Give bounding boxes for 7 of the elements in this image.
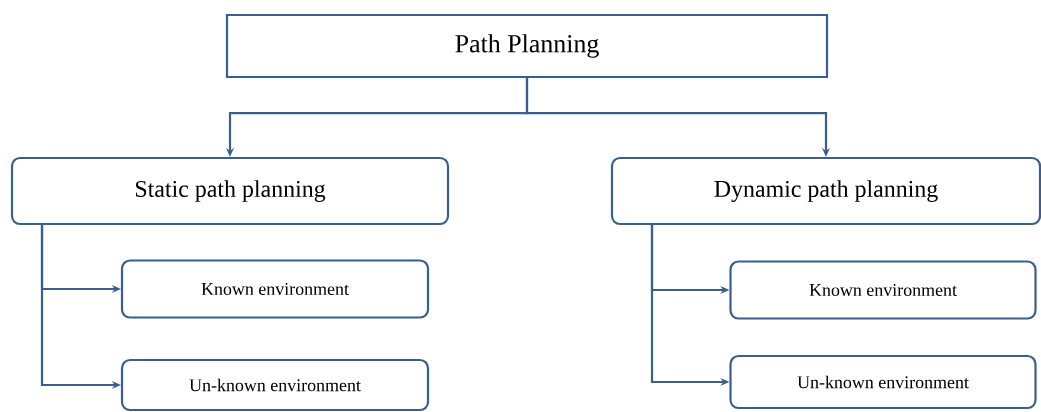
category-box: Static path planning	[10, 156, 450, 226]
leaf-box: Un-known environment	[120, 358, 430, 412]
leaf-box: Known environment	[120, 259, 430, 319]
leaf-box: Un-known environment	[729, 354, 1037, 410]
title-box: Path Planning	[225, 13, 829, 79]
leaf-box: Known environment	[729, 260, 1037, 320]
category-box: Dynamic path planning	[610, 156, 1041, 226]
